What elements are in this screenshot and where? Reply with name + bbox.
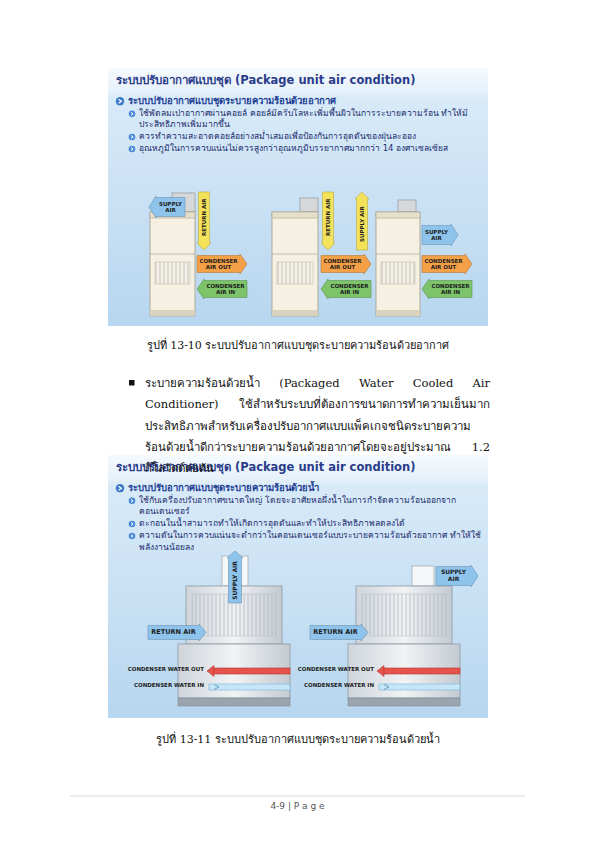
arrow-label: CONDENSER AIR IN bbox=[430, 283, 471, 296]
figure-caption: รูปที่ 13-10 ระบบปรับอากาศแบบชุดระบายควา… bbox=[108, 339, 488, 353]
package-unit bbox=[272, 212, 318, 316]
pipe-label: CONDENSER WATER OUT bbox=[288, 666, 374, 673]
airflow-arrow: SUPPLY AIR bbox=[149, 196, 185, 218]
slide-panel: ระบบปรับอากาศแบบชุด (Package unit air co… bbox=[108, 68, 488, 326]
airflow-arrow: CONDENSER AIR OUT bbox=[422, 254, 472, 274]
airflow-arrow: CONDENSER AIR OUT bbox=[321, 254, 371, 274]
duct bbox=[412, 566, 434, 586]
bullet-icon bbox=[116, 484, 124, 492]
package-unit bbox=[150, 212, 195, 316]
arrow-text-area: CONDENSER AIR OUT bbox=[198, 254, 239, 274]
bullet-icon bbox=[129, 521, 136, 528]
slide-heading: ระบบปรับอากาศแบบชุดระบายความร้อนด้วยอากา… bbox=[128, 95, 480, 107]
bullet-text: ควรทำความสะอาดคอยล์อย่างสม่ำเสมอเพื่อป้อ… bbox=[139, 131, 481, 142]
page-footer: 4-9 | P a g e bbox=[70, 801, 525, 812]
airflow-arrow: RETURN AIR bbox=[197, 192, 211, 250]
arrow-label: CONDENSER AIR IN bbox=[329, 283, 370, 296]
arrow-outline bbox=[321, 254, 371, 274]
arrow-outline bbox=[422, 224, 458, 246]
arrow-outline bbox=[227, 551, 243, 603]
arrow-text-area: CONDENSER AIR OUT bbox=[423, 254, 464, 274]
slide-panel: ระบบปรับอากาศแบบชุด (Package unit air co… bbox=[108, 455, 488, 718]
arrow-outline bbox=[422, 254, 472, 274]
duct bbox=[398, 200, 416, 212]
arrow-text-area: SUPPLY AIR bbox=[227, 558, 243, 603]
arrow-label: CONDENSER AIR OUT bbox=[322, 258, 363, 271]
arrow-outline bbox=[321, 192, 335, 250]
slide-ground bbox=[108, 455, 488, 718]
slide-ground bbox=[108, 68, 488, 326]
package-unit bbox=[376, 212, 420, 316]
arrow-label: SUPPLY AIR bbox=[232, 561, 239, 600]
arrow-text-area: CONDENSER AIR IN bbox=[430, 279, 471, 299]
arrow-outline bbox=[436, 565, 478, 587]
arrow-outline bbox=[197, 279, 247, 299]
arrow-outline bbox=[148, 624, 206, 641]
bullet-icon bbox=[129, 146, 136, 153]
arrow-outline bbox=[355, 192, 369, 250]
arrow-label: RETURN AIR bbox=[201, 199, 207, 237]
arrow-label: RETURN AIR bbox=[151, 629, 195, 636]
airflow-arrow: SUPPLY AIR bbox=[227, 551, 243, 603]
arrow-text-area: RETURN AIR bbox=[149, 624, 198, 641]
arrow-text-area: SUPPLY AIR bbox=[157, 196, 184, 218]
arrow-label: CONDENSER AIR OUT bbox=[198, 258, 239, 271]
arrow-text-area: SUPPLY AIR bbox=[355, 199, 369, 250]
airflow-arrow: CONDENSER AIR IN bbox=[197, 279, 247, 299]
footer-rule bbox=[70, 796, 525, 797]
arrow-label: CONDENSER AIR OUT bbox=[423, 258, 464, 271]
arrow-text-area: SUPPLY AIR bbox=[423, 224, 450, 246]
arrow-text-area: RETURN AIR bbox=[311, 624, 360, 641]
arrow-text-area: RETURN AIR bbox=[197, 192, 211, 243]
arrow-text-area: CONDENSER AIR OUT bbox=[322, 254, 363, 274]
figure-caption: รูปที่ 13-11 ระบบปรับอากาศแบบชุดระบายควา… bbox=[108, 733, 488, 747]
pipe-label: CONDENSER WATER OUT bbox=[118, 666, 204, 673]
bullet-text: ใช้กับเครื่องปรับอากาศขนาดใหญ่ โดยจะอาศั… bbox=[139, 495, 481, 517]
duct bbox=[300, 198, 318, 212]
arrow-outline bbox=[197, 192, 211, 250]
airflow-arrow: RETURN AIR bbox=[310, 624, 368, 641]
bullet-icon bbox=[129, 134, 136, 141]
airflow-arrow: CONDENSER AIR IN bbox=[321, 279, 371, 299]
bullet-text: ตะกอนในน้ำสามารถทำให้เกิดการอุดตันและทำใ… bbox=[139, 518, 481, 529]
arrow-outline bbox=[422, 279, 472, 299]
arrow-outline bbox=[310, 624, 368, 641]
bullet-text: อุณหภูมิในการควบแน่นไม่ควรสูงกว่าอุณหภูม… bbox=[139, 143, 481, 154]
bullet-icon bbox=[129, 111, 136, 118]
arrow-label: SUPPLY AIR bbox=[437, 569, 470, 583]
paragraph-bullet bbox=[129, 380, 135, 386]
slide-title: ระบบปรับอากาศแบบชุด (Package unit air co… bbox=[116, 73, 480, 88]
airflow-arrow: SUPPLY AIR bbox=[436, 565, 478, 587]
arrow-label: RETURN AIR bbox=[325, 199, 331, 237]
arrow-text-area: CONDENSER AIR IN bbox=[205, 279, 246, 299]
airflow-arrow: RETURN AIR bbox=[148, 624, 206, 641]
airflow-arrow: SUPPLY AIR bbox=[422, 224, 458, 246]
airflow-arrow: CONDENSER AIR IN bbox=[422, 279, 472, 299]
bullet-icon bbox=[129, 533, 136, 540]
arrow-text-area: SUPPLY AIR bbox=[437, 565, 470, 587]
airflow-arrow: CONDENSER AIR OUT bbox=[197, 254, 247, 274]
bullet-icon bbox=[116, 97, 124, 105]
bullet-text: ใช้พัดลมเป่าอากาศผ่านคอยล์ คอยล์มีครีบโล… bbox=[139, 108, 481, 130]
water-pipe-out bbox=[207, 666, 460, 677]
pipe-label: CONDENSER WATER IN bbox=[288, 682, 374, 689]
airflow-arrow: SUPPLY AIR bbox=[355, 192, 369, 250]
bullet-icon bbox=[129, 498, 136, 505]
arrow-label: SUPPLY AIR bbox=[157, 201, 184, 214]
arrow-label: SUPPLY AIR bbox=[359, 207, 365, 243]
bullet-text: ความดันในการควบแน่นจะต่ำกว่าในคอนเดนเซอร… bbox=[139, 530, 481, 552]
airflow-arrow: RETURN AIR bbox=[321, 192, 335, 250]
arrow-label: SUPPLY AIR bbox=[423, 229, 450, 242]
body-paragraph: ระบายความร้อนด้วยน้ำ (Packaged Water Coo… bbox=[145, 373, 490, 479]
arrow-text-area: RETURN AIR bbox=[321, 192, 335, 243]
arrow-outline bbox=[149, 196, 185, 218]
arrow-outline bbox=[321, 279, 371, 299]
arrow-outline bbox=[197, 254, 247, 274]
slide-heading: ระบบปรับอากาศแบบชุดระบายความร้อนด้วยน้ำ bbox=[128, 482, 480, 494]
arrow-label: RETURN AIR bbox=[313, 629, 357, 636]
arrow-label: CONDENSER AIR IN bbox=[205, 283, 246, 296]
pipe-label: CONDENSER WATER IN bbox=[118, 682, 204, 689]
arrow-text-area: CONDENSER AIR IN bbox=[329, 279, 370, 299]
